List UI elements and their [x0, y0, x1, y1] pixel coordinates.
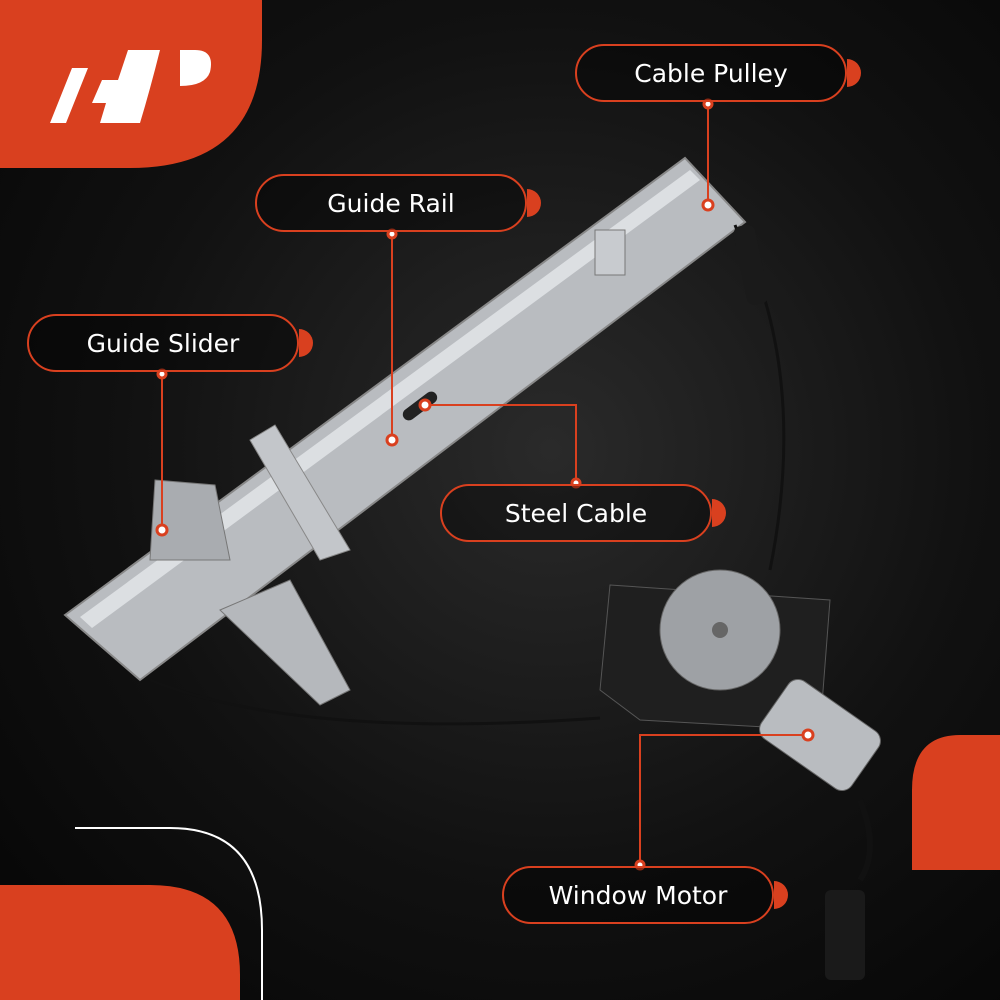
label-cable-pulley: Cable Pulley	[575, 44, 861, 102]
label-tab	[527, 189, 541, 217]
label-tab	[712, 499, 726, 527]
corner-shape-bottom-left	[0, 885, 240, 1000]
label-text: Steel Cable	[504, 498, 648, 528]
label-text: Window Motor	[548, 880, 728, 910]
label-guide-rail: Guide Rail	[255, 174, 541, 232]
corner-shape-right	[912, 735, 1000, 870]
label-text: Cable Pulley	[634, 58, 788, 88]
label-tab	[847, 59, 861, 87]
leader-dots	[155, 98, 815, 871]
label-steel-cable: Steel Cable	[440, 484, 726, 542]
label-text: Guide Slider	[86, 328, 240, 358]
guide-rail-part	[63, 156, 747, 706]
steel-cable-part	[149, 224, 786, 726]
leader-lines	[161, 104, 808, 865]
label-window-motor: Window Motor	[502, 866, 788, 924]
label-guide-slider: Guide Slider	[27, 314, 313, 372]
label-tab	[774, 881, 788, 909]
label-tab	[299, 329, 313, 357]
label-text: Guide Rail	[327, 188, 455, 218]
window-motor-part	[599, 569, 881, 980]
ap-logo	[50, 50, 211, 123]
outline-arc	[75, 827, 263, 1000]
